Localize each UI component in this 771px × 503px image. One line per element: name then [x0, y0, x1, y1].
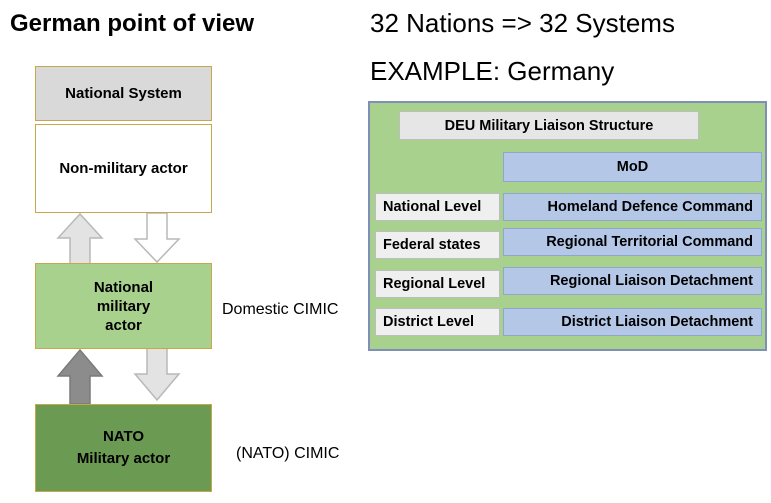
- command-label: District Liaison Detachment: [561, 314, 753, 330]
- arrow-down-national: [133, 212, 181, 264]
- command-homeland-defence: Homeland Defence Command: [503, 193, 762, 221]
- level-label: District Level: [383, 314, 475, 330]
- headline-example: EXAMPLE: Germany: [370, 56, 615, 86]
- arrow-up-national: [56, 348, 104, 405]
- non-military-actor-box: Non-military actor: [35, 124, 212, 213]
- national-system-box: National System: [35, 66, 212, 121]
- structure-header: DEU Military Liaison Structure: [399, 111, 699, 140]
- nato-military-actor-box: NATO Military actor: [35, 404, 212, 492]
- nato-cimic-label: (NATO) CIMIC: [236, 445, 340, 462]
- nato-military-actor-label: NATO Military actor: [76, 428, 171, 467]
- command-label: Regional Territorial Command: [546, 234, 753, 250]
- level-federal-states: Federal states: [375, 231, 500, 259]
- level-regional: Regional Level: [375, 270, 500, 298]
- level-label: National Level: [383, 199, 482, 215]
- command-regional-liaison: Regional Liaison Detachment: [503, 267, 762, 295]
- arrow-down-nato: [133, 347, 181, 402]
- command-regional-territorial: Regional Territorial Command: [503, 228, 762, 256]
- national-military-actor-label: National military actor: [93, 278, 154, 334]
- national-system-label: National System: [65, 84, 182, 102]
- mod-label: MoD: [616, 159, 649, 175]
- level-national: National Level: [375, 193, 500, 221]
- headline-nations: 32 Nations => 32 Systems: [370, 8, 675, 38]
- mod-box: MoD: [503, 152, 762, 182]
- command-district-liaison: District Liaison Detachment: [503, 308, 762, 336]
- domestic-cimic-label: Domestic CIMIC: [222, 301, 339, 318]
- command-label: Regional Liaison Detachment: [549, 273, 753, 289]
- command-label: Homeland Defence Command: [547, 199, 753, 215]
- national-military-actor-box: National military actor: [35, 263, 212, 349]
- level-district: District Level: [375, 308, 500, 336]
- arrow-up-nonmilitary: [56, 212, 104, 265]
- level-label: Federal states: [383, 237, 481, 253]
- structure-header-label: DEU Military Liaison Structure: [444, 117, 654, 134]
- level-label: Regional Level: [383, 276, 486, 292]
- non-military-actor-label: Non-military actor: [59, 159, 188, 177]
- page-title: German point of view: [10, 10, 255, 37]
